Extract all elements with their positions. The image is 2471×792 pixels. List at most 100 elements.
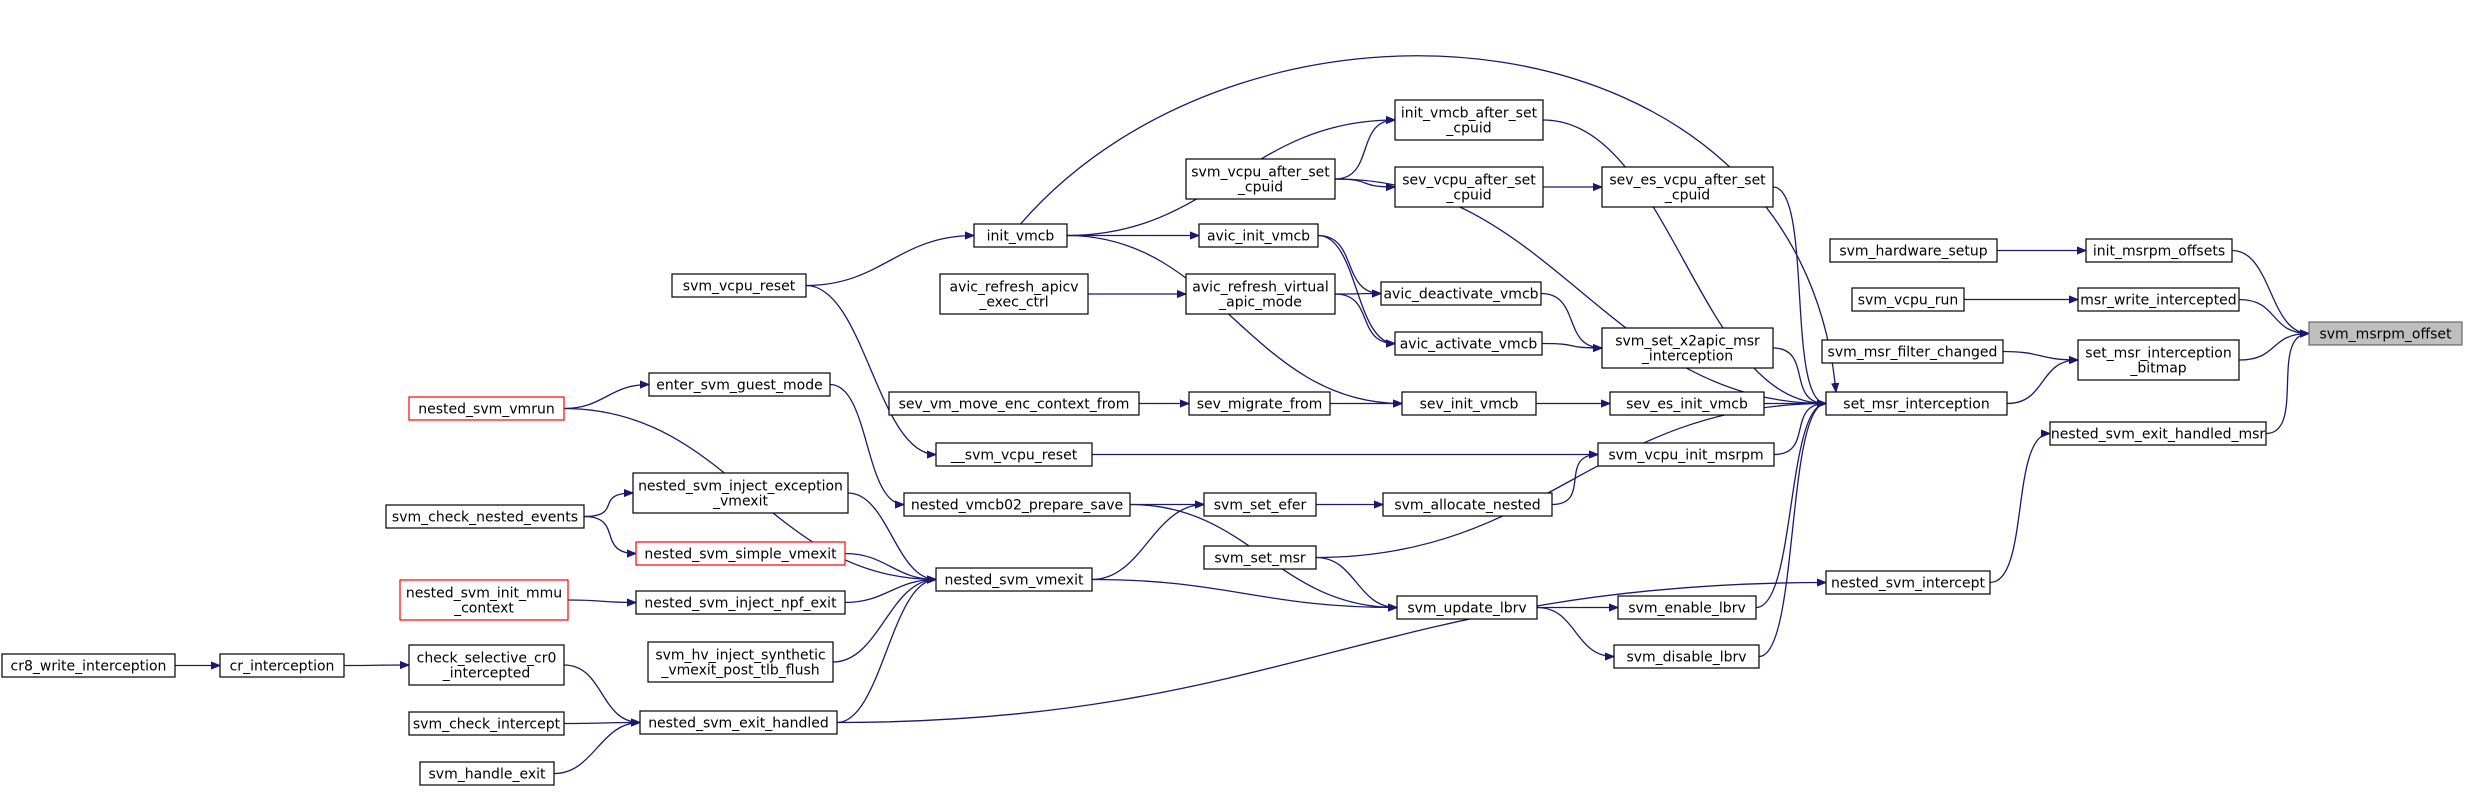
edge-nested_svm_inject_npf_exit-to-nested_svm_vmexit [844,580,936,604]
node-msr_write_intercepted[interactable]: msr_write_intercepted [2077,287,2240,312]
node-label: init_vmcb_after_set [1401,106,1538,122]
node-init_vmcb[interactable]: init_vmcb [973,223,1068,248]
node-box [408,711,565,736]
node-box [219,653,345,678]
node-box [635,541,846,566]
edge-init_vmcb-to-sev_init_vmcb [1066,234,1402,404]
node-nested_svm_vmrun[interactable]: nested_svm_vmrun [408,396,565,421]
node-svm_handle_exit[interactable]: svm_handle_exit [419,761,555,786]
node-box [1825,391,2008,416]
node-svm_vcpu_after_set_cpuid[interactable]: svm_vcpu_after_set_cpuid [1185,158,1336,200]
node-label: msr_write_intercepted [2080,293,2236,309]
node-svm_allocate_nested[interactable]: svm_allocate_nested [1382,492,1553,517]
node-label: nested_vmcb02_prepare_save [911,498,1123,514]
edge-svm_set_x2apic_msr_interception-to-set_msr_interception [1772,347,1826,404]
node-svm_msrpm_offset[interactable]: svm_msrpm_offset [2308,321,2463,346]
node-enter_svm_guest_mode[interactable]: enter_svm_guest_mode [648,372,831,397]
node-svm_set_efer[interactable]: svm_set_efer [1203,492,1317,517]
node-nested_svm_simple_vmexit[interactable]: nested_svm_simple_vmexit [635,541,846,566]
node-sev_vcpu_after_set_cpuid[interactable]: sev_vcpu_after_set_cpuid [1394,166,1544,208]
node-label: _vmexit [712,494,768,510]
node-avic_activate_vmcb[interactable]: avic_activate_vmcb [1394,331,1543,356]
node-label: svm_msr_filter_changed [1828,345,1998,361]
node-nested_svm_vmexit[interactable]: nested_svm_vmexit [935,567,1093,592]
node-__svm_vcpu_reset[interactable]: __svm_vcpu_reset [935,442,1093,467]
node-box [1188,391,1331,416]
node-set_msr_interception[interactable]: set_msr_interception [1825,391,2008,416]
node-label: _cpuid [1664,188,1710,204]
edge-svm_vcpu_after_set_cpuid-to-init_vmcb_after_set_cpuid [1334,120,1395,180]
node-init_vmcb_after_set_cpuid[interactable]: init_vmcb_after_set_cpuid [1394,99,1544,141]
edge-init_msrpm_offsets-to-svm_msrpm_offset [2231,249,2309,334]
edge-nested_svm_exit_handled_msr-to-svm_msrpm_offset [2265,334,2309,435]
node-box [939,273,1089,315]
node-avic_deactivate_vmcb[interactable]: avic_deactivate_vmcb [1380,281,1542,306]
node-box [888,391,1140,416]
node-nested_svm_init_mmu_context[interactable]: nested_svm_init_mmu_context [399,579,569,621]
node-svm_hv_inject_synthetic_vmexit_post_tlb_flush[interactable]: svm_hv_inject_synthetic_vmexit_post_tlb_… [647,641,834,683]
node-label: svm_check_intercept [413,717,561,733]
node-box [2085,238,2233,263]
node-nested_svm_intercept[interactable]: nested_svm_intercept [1825,570,1991,595]
node-box [1394,166,1544,208]
node-svm_check_nested_events[interactable]: svm_check_nested_events [385,504,585,529]
node-label: avic_init_vmcb [1207,229,1310,245]
node-label: svm_check_nested_events [392,510,578,526]
node-avic_refresh_apicv_exec_ctrl[interactable]: avic_refresh_apicv_exec_ctrl [939,273,1089,315]
node-sev_es_vcpu_after_set_cpuid[interactable]: sev_es_vcpu_after_set_cpuid [1601,166,1774,208]
node-svm_update_lbrv[interactable]: svm_update_lbrv [1396,595,1538,620]
edge-svm_set_msr-to-set_msr_interception [1315,404,1826,559]
node-label: _cpuid [1445,188,1491,204]
node-label: svm_enable_lbrv [1628,601,1746,617]
node-svm_disable_lbrv[interactable]: svm_disable_lbrv [1613,644,1760,669]
node-label: sev_vm_move_enc_context_from [899,397,1130,413]
node-svm_vcpu_init_msrpm[interactable]: svm_vcpu_init_msrpm [1597,442,1775,467]
node-box [671,273,807,298]
node-box [973,223,1068,248]
node-svm_set_msr[interactable]: svm_set_msr [1203,545,1317,570]
node-label: svm_allocate_nested [1394,498,1540,514]
node-sev_migrate_from[interactable]: sev_migrate_from [1188,391,1331,416]
node-nested_vmcb02_prepare_save[interactable]: nested_vmcb02_prepare_save [903,492,1131,517]
node-nested_svm_inject_exception_vmexit[interactable]: nested_svm_inject_exception_vmexit [632,472,849,514]
node-label: _bitmap [2129,361,2186,377]
node-box [1851,287,1965,312]
node-box [1380,281,1542,306]
node-avic_refresh_virtual_apic_mode[interactable]: avic_refresh_virtual_apic_mode [1185,273,1336,315]
node-set_msr_interception_bitmap[interactable]: set_msr_interception_bitmap [2077,339,2240,381]
node-init_msrpm_offsets[interactable]: init_msrpm_offsets [2085,238,2233,263]
node-label: svm_vcpu_init_msrpm [1608,448,1763,464]
node-cr_interception[interactable]: cr_interception [219,653,345,678]
node-avic_init_vmcb[interactable]: avic_init_vmcb [1198,223,1319,248]
node-svm_msr_filter_changed[interactable]: svm_msr_filter_changed [1821,339,2004,364]
node-box [408,644,565,686]
node-nested_svm_exit_handled_msr[interactable]: nested_svm_exit_handled_msr [2049,421,2267,446]
node-box [2077,339,2240,381]
edge-enter_svm_guest_mode-to-nested_vmcb02_prepare_save [829,383,904,505]
node-sev_init_vmcb[interactable]: sev_init_vmcb [1401,391,1537,416]
node-nested_svm_inject_npf_exit[interactable]: nested_svm_inject_npf_exit [635,590,846,615]
node-label: sev_es_init_vmcb [1626,397,1748,413]
node-svm_set_x2apic_msr_interception[interactable]: svm_set_x2apic_msr_interception [1601,327,1774,369]
node-box [639,710,838,735]
node-label: sev_init_vmcb [1420,397,1519,413]
node-check_selective_cr0_intercepted[interactable]: check_selective_cr0_intercepted [408,644,565,686]
node-sev_vm_move_enc_context_from[interactable]: sev_vm_move_enc_context_from [888,391,1140,416]
node-label: avic_refresh_apicv [949,280,1078,296]
node-label: svm_vcpu_after_set [1191,165,1330,181]
node-box [1597,442,1775,467]
node-sev_es_init_vmcb[interactable]: sev_es_init_vmcb [1609,391,1765,416]
edge-nested_svm_vmexit-to-svm_set_efer [1091,505,1204,581]
edge-init_vmcb_after_set_cpuid-to-set_msr_interception [1542,119,1826,404]
edge-avic_refresh_virtual_apic_mode-to-avic_activate_vmcb [1334,293,1395,344]
node-cr8_write_interception[interactable]: cr8_write_interception [1,653,176,678]
node-nested_svm_exit_handled[interactable]: nested_svm_exit_handled [639,710,838,735]
node-box [1394,99,1544,141]
node-svm_vcpu_reset[interactable]: svm_vcpu_reset [671,273,807,298]
node-svm_vcpu_run[interactable]: svm_vcpu_run [1851,287,1965,312]
node-svm_check_intercept[interactable]: svm_check_intercept [408,711,565,736]
node-svm_enable_lbrv[interactable]: svm_enable_lbrv [1617,595,1757,620]
node-svm_hardware_setup[interactable]: svm_hardware_setup [1829,238,1998,263]
node-box [1185,158,1336,200]
node-label: nested_svm_vmexit [945,573,1084,589]
